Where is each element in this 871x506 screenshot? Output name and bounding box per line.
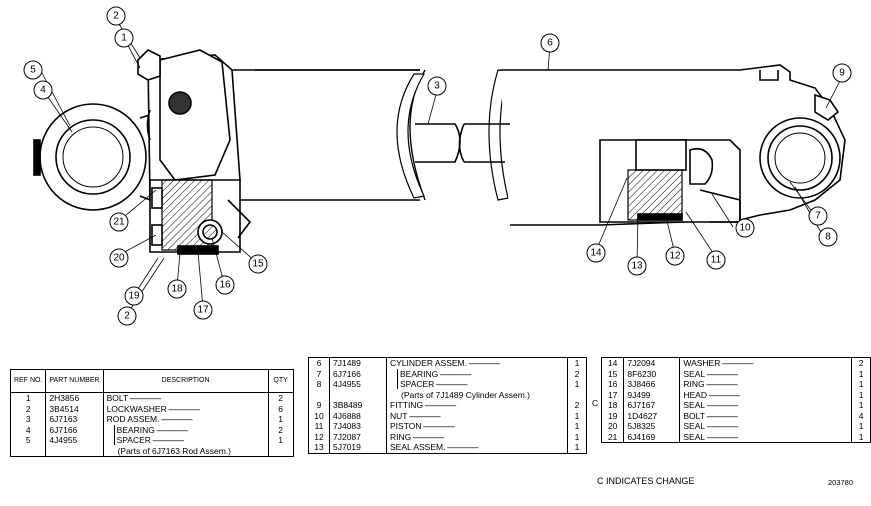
table-row: 163J8466RING1	[601, 379, 871, 390]
callout-17: 17	[193, 300, 213, 320]
table-row: 147J2094WASHER2	[601, 357, 871, 369]
callout-20: 20	[109, 248, 129, 268]
callout-1: 1	[114, 28, 134, 48]
header-part-number: PART NUMBER	[45, 369, 104, 393]
table-row: 23B4514LOCKWASHER6	[10, 403, 294, 414]
callout-11: 11	[706, 250, 726, 270]
svg-text:10: 10	[739, 223, 751, 234]
svg-text:9: 9	[839, 68, 845, 79]
callout-9: 9	[832, 63, 852, 83]
svg-text:3: 3	[434, 81, 440, 92]
table-row: (Parts of 6J7163 Rod Assem.)	[10, 445, 294, 457]
callout-3: 3	[427, 76, 447, 96]
table-row: 205J8325SEAL1	[601, 421, 871, 432]
parts-table-3: 147J2094WASHER2 158F6230SEAL1 163J8466RI…	[601, 357, 871, 443]
table-row: 76J7166BEARING2	[308, 368, 587, 379]
table-row: 179J499HEAD1	[601, 389, 871, 400]
svg-text:19: 19	[128, 291, 140, 302]
callout-15: 15	[248, 254, 268, 274]
table-row: 127J2087RING1	[308, 431, 587, 442]
table-header: REF NO. PART NUMBER DESCRIPTION QTY	[9, 369, 294, 393]
table-row: (Parts of 7J1489 Cylinder Assem.)	[308, 389, 587, 400]
svg-text:4: 4	[40, 85, 46, 96]
table-row: 54J4955SPACER1	[10, 435, 294, 446]
drawing-number: 203780	[828, 478, 854, 487]
callout-7: 7	[808, 206, 828, 226]
svg-text:14: 14	[590, 248, 602, 259]
svg-text:17: 17	[197, 305, 209, 316]
table-row: 158F6230SEAL1	[601, 368, 871, 379]
callout-14: 14	[586, 243, 606, 263]
svg-text:8: 8	[825, 232, 831, 243]
svg-text:1: 1	[121, 33, 127, 44]
rod-end-assembly	[33, 49, 461, 255]
callout-18: 18	[167, 279, 187, 299]
header-qty: QTY	[267, 369, 294, 393]
svg-text:20: 20	[113, 253, 125, 264]
callout-2-bottom: 2	[117, 306, 137, 326]
callout-8: 8	[818, 227, 838, 247]
header-ref-no: REF NO.	[9, 369, 47, 393]
svg-text:12: 12	[669, 251, 681, 262]
table-row: 117J4083PISTON1	[308, 421, 587, 432]
svg-text:5: 5	[30, 65, 36, 76]
svg-text:11: 11	[711, 255, 722, 266]
svg-text:6: 6	[547, 38, 553, 49]
callout-16: 16	[215, 275, 235, 295]
svg-text:16: 16	[219, 280, 231, 291]
svg-text:2: 2	[113, 11, 119, 22]
header-description: DESCRIPTION	[102, 369, 269, 393]
table-row: 216J4169SEAL1	[601, 431, 871, 443]
table-row: 84J4955SPACER1	[308, 379, 587, 390]
table-row: 12H3856BOLT2	[10, 392, 294, 404]
svg-text:7: 7	[815, 211, 821, 222]
cylinder-exploded-drawing: 1 2 3 4 5 6 7 8 9 10 11 12 13 14 15 16 1…	[23, 6, 852, 326]
callout-21: 21	[109, 212, 129, 232]
change-note: C INDICATES CHANGE	[597, 476, 695, 486]
table-row: 186J7167SEAL1	[601, 400, 871, 411]
callout-10: 10	[735, 218, 755, 238]
table-row: 93B8489FITTING2	[308, 400, 587, 411]
callout-2-top: 2	[106, 6, 126, 26]
callout-12: 12	[665, 246, 685, 266]
table-row: 104J6888NUT1	[308, 410, 587, 421]
callout-5: 5	[23, 60, 43, 80]
svg-text:15: 15	[252, 259, 264, 270]
change-mark: C	[592, 398, 599, 408]
table-row: 46J7166BEARING2	[10, 424, 294, 435]
svg-text:21: 21	[113, 217, 125, 228]
callout-19: 19	[124, 286, 144, 306]
cylinder-assembly	[458, 64, 846, 226]
callout-4: 4	[33, 80, 53, 100]
table-row: 191D4627BOLT4	[601, 410, 871, 421]
callout-6: 6	[540, 33, 560, 53]
svg-text:2: 2	[124, 311, 130, 322]
svg-text:13: 13	[631, 261, 643, 272]
callout-13: 13	[627, 256, 647, 276]
svg-text:18: 18	[171, 284, 183, 295]
leader-lines	[40, 18, 843, 314]
